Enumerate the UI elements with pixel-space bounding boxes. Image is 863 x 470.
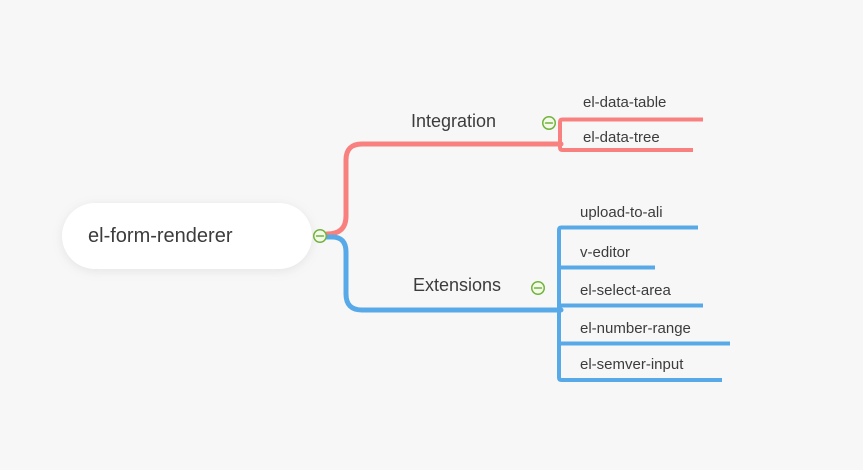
collapse-icon-root[interactable] [312,228,328,244]
collapse-icon-integration[interactable] [541,115,557,131]
topic-integration[interactable]: Integration [411,111,497,131]
integration-children-bracket [558,117,703,152]
topic-el-data-tree[interactable]: el-data-tree [583,129,660,146]
topic-el-semver-input[interactable]: el-semver-input [580,356,684,373]
root-topic[interactable]: el-form-renderer [62,203,312,269]
topic-el-data-table[interactable]: el-data-table [583,94,667,111]
topic-extensions[interactable]: Extensions [413,275,502,295]
topic-el-select-area[interactable]: el-select-area [580,282,671,299]
extensions-branch-line [322,234,564,313]
extensions-children-bracket [557,225,730,382]
topic-upload-to-ali[interactable]: upload-to-ali [580,204,663,221]
topic-el-number-range[interactable]: el-number-range [580,320,691,337]
collapse-icon-extensions[interactable] [530,280,546,296]
integration-branch-line [324,141,564,237]
root-topic-label: el-form-renderer [88,225,233,247]
topic-v-editor[interactable]: v-editor [580,244,631,261]
